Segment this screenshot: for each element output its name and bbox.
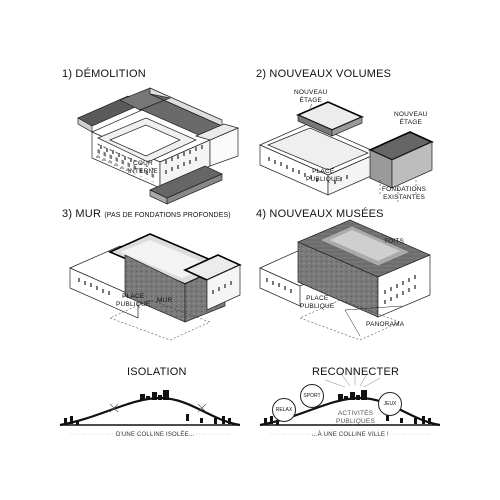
bubble-relax: RELAX xyxy=(272,398,296,422)
label-nouveau-etage-2-line1: NOUVEAU xyxy=(394,111,428,118)
label-cour-interne: COUR INTERNE xyxy=(128,160,158,176)
label-place-publique-2-line1: PLACE xyxy=(312,168,335,175)
label-toits: TOITS xyxy=(384,238,405,245)
label-activites-line2: PUBLIQUES xyxy=(336,418,376,425)
bubble-sport-label: SPORT xyxy=(303,393,321,399)
reconnecter-title: RECONNECTER xyxy=(312,366,400,378)
panel-title-mur-main: 3) MUR xyxy=(62,208,102,220)
panel-subtitle-mur: (PAS DE FONDATIONS PROFONDES) xyxy=(104,212,231,219)
panel-demolition-drawing xyxy=(77,87,240,205)
panel-mur-drawing xyxy=(69,233,242,341)
bubble-jeux-label: JEUX xyxy=(383,401,397,407)
panel-title-mur: 3) MUR (PAS DE FONDATIONS PROFONDES) xyxy=(62,208,231,220)
isolation-hill xyxy=(59,390,241,435)
panel-title-musees: 4) NOUVEAUX MUSÉES xyxy=(256,208,384,220)
panel-title-demolition: 1) DÉMOLITION xyxy=(62,68,146,80)
isolation-title: ISOLATION xyxy=(127,366,187,378)
isolation-caption: D'UNE COLLINE ISOLÉE... xyxy=(116,432,195,438)
reconnecter-caption: ...À UNE COLLINE VILLE ! xyxy=(312,432,389,438)
bubble-relax-label: RELAX xyxy=(275,407,293,413)
label-place-publique-3: PLACE PUBLIQUE xyxy=(116,293,150,309)
label-nouveau-etage-2: NOUVEAU ÉTAGE xyxy=(394,111,428,127)
bubble-jeux: JEUX xyxy=(378,392,402,416)
label-nouveau-etage-2-line2: ÉTAGE xyxy=(399,119,423,126)
label-nouveau-etage-1-line1: NOUVEAU xyxy=(294,89,328,96)
label-place-publique-2: PLACE PUBLIQUE xyxy=(306,168,340,184)
label-place-publique-3-line2: PUBLIQUE xyxy=(116,301,151,308)
panel-musees-drawing xyxy=(259,219,431,341)
label-fondations-line1: FONDATIONS xyxy=(382,186,427,193)
panel-volumes-drawing xyxy=(259,101,434,204)
label-cour-interne-line2: INTERNE xyxy=(128,168,158,175)
label-place-publique-4: PLACE PUBLIQUE xyxy=(300,295,334,311)
label-cour-interne-line1: COUR xyxy=(132,160,153,167)
label-place-publique-4-line2: PUBLIQUE xyxy=(300,303,335,310)
panel-title-volumes: 2) NOUVEAUX VOLUMES xyxy=(256,68,392,80)
label-nouveau-etage-1: NOUVEAU ÉTAGE xyxy=(294,89,328,105)
label-panorama: PANORAMA xyxy=(366,321,405,328)
label-mur: MUR xyxy=(157,297,173,304)
bubble-sport: SPORT xyxy=(300,384,324,408)
label-place-publique-2-line2: PUBLIQUE xyxy=(306,176,341,183)
label-activites-publiques: ACTIVITÉS PUBLIQUES xyxy=(336,410,375,426)
label-activites-line1: ACTIVITÉS xyxy=(337,410,374,417)
label-place-publique-4-line1: PLACE xyxy=(306,295,329,302)
label-fondations-existantes: FONDATIONS EXISTANTES xyxy=(382,186,426,202)
label-place-publique-3-line1: PLACE xyxy=(122,293,145,300)
label-fondations-line2: EXISTANTES xyxy=(383,194,426,201)
label-nouveau-etage-1-line2: ÉTAGE xyxy=(299,97,323,104)
